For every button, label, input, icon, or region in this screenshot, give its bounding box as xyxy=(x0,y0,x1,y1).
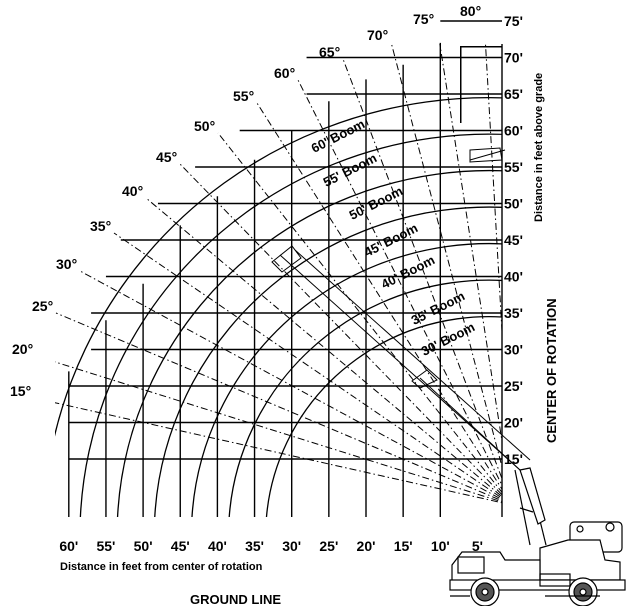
grid-lines xyxy=(68,20,503,517)
y-tick-70: 70' xyxy=(504,50,523,66)
angle-label-60: 60° xyxy=(274,65,295,81)
x-tick-10: 10' xyxy=(431,538,450,554)
center-of-rotation-label: CENTER OF ROTATION xyxy=(544,298,559,443)
ground-line-label: GROUND LINE xyxy=(190,592,281,606)
top-box-top-edge xyxy=(460,46,502,48)
boom-label-60: 60' Boom xyxy=(309,116,367,156)
x-tick-30: 30' xyxy=(282,538,301,554)
y-tick-40: 40' xyxy=(504,269,523,285)
angle-ray-60 xyxy=(297,79,502,487)
angle-labels: 15° 20° 25° 30° 35° 40° 45° 50° 55° 60° 65° 70° 75° 8… xyxy=(10,3,481,399)
angle-label-50: 50° xyxy=(194,118,215,134)
x-axis-label: Distance in feet from center of rotation xyxy=(60,561,263,573)
arc-55ft xyxy=(79,133,502,517)
y-tick-60: 60' xyxy=(504,123,523,139)
x-tick-60: 60' xyxy=(59,538,78,554)
y-tick-75: 75' xyxy=(504,13,523,29)
x-tick-20: 20' xyxy=(357,538,376,554)
angle-ray-30 xyxy=(79,270,502,501)
angle-ray-75 xyxy=(439,44,502,445)
y-axis-label: Distance in feet above grade xyxy=(533,73,545,222)
angle-ray-65 xyxy=(342,58,502,481)
angle-label-40: 40° xyxy=(122,183,143,199)
angle-ray-15 xyxy=(55,402,502,504)
angle-label-80: 80° xyxy=(460,3,481,19)
x-tick-35: 35' xyxy=(245,538,264,554)
angle-ray-55 xyxy=(256,102,502,491)
x-tick-55: 55' xyxy=(96,538,115,554)
x-tick-5: 5' xyxy=(472,538,483,554)
angle-label-15: 15° xyxy=(10,383,31,399)
y-tick-65: 65' xyxy=(504,86,523,102)
arc-45ft xyxy=(154,206,502,517)
angle-label-45: 45° xyxy=(156,149,177,165)
angle-ray-50 xyxy=(217,132,502,494)
angle-ray-35 xyxy=(113,232,502,499)
y-tick-25: 25' xyxy=(504,378,523,394)
y-tick-45: 45' xyxy=(504,232,523,248)
arc-35ft xyxy=(228,279,502,517)
y-tick-20: 20' xyxy=(504,415,523,431)
angle-label-20: 20° xyxy=(12,341,33,357)
x-tick-15: 15' xyxy=(394,538,413,554)
angle-label-55: 55° xyxy=(233,88,254,104)
angle-label-65: 65° xyxy=(319,44,340,60)
x-tick-50: 50' xyxy=(134,538,153,554)
angle-label-30: 30° xyxy=(56,256,77,272)
y-tick-15: 15' xyxy=(504,451,523,467)
angle-label-35: 35° xyxy=(90,218,111,234)
boom-outline xyxy=(271,147,531,471)
arc-40ft xyxy=(191,243,502,517)
y-tick-35: 35' xyxy=(504,305,523,321)
angle-ray-25 xyxy=(55,312,502,502)
angle-label-25: 25° xyxy=(32,298,53,314)
y-tick-30: 30' xyxy=(504,342,523,358)
boom-radius-arcs xyxy=(55,97,502,517)
x-tick-25: 25' xyxy=(319,538,338,554)
angle-label-70: 70° xyxy=(367,27,388,43)
angle-label-75: 75° xyxy=(413,11,434,27)
y-axis-tick-labels: 15' 20' 25' 30' 35' 40' 45' 50' 55' 60' 65' 70' 75' xyxy=(504,13,523,467)
top-box-left-edge xyxy=(460,46,462,123)
arc-50ft xyxy=(116,170,502,517)
angle-ray-20 xyxy=(55,361,502,503)
y-tick-50: 50' xyxy=(504,196,523,212)
y-tick-55: 55' xyxy=(504,159,523,175)
arc-30ft xyxy=(265,316,502,517)
x-axis-tick-labels: 60' 55' 50' 45' 40' 35' 30' 25' 20' 15' 10' 5' xyxy=(59,538,483,554)
crane-truck-illustration xyxy=(449,467,626,606)
x-tick-40: 40' xyxy=(208,538,227,554)
x-tick-45: 45' xyxy=(171,538,190,554)
arc-60ft xyxy=(55,97,502,437)
angle-ray-80 xyxy=(484,44,502,340)
